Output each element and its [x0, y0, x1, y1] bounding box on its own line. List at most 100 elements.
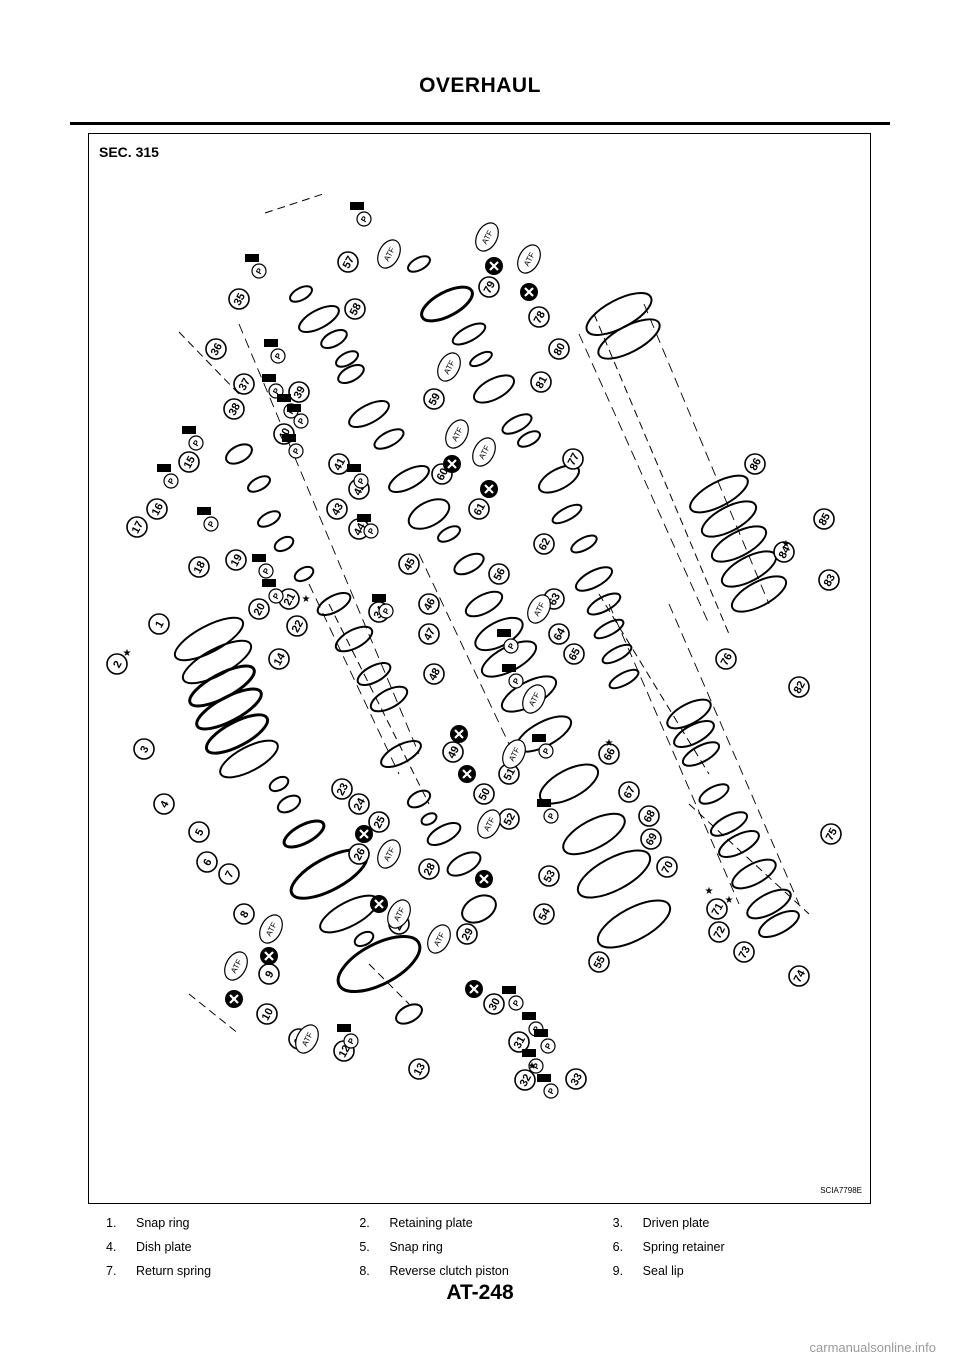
atf-mark	[427, 924, 451, 954]
callout-number: 19	[229, 552, 245, 568]
callout-number: 20	[252, 601, 268, 617]
petroleum-jelly-label: P	[531, 1061, 542, 1071]
callout-number: 79	[482, 279, 498, 295]
callout-number: 66	[602, 746, 618, 762]
petroleum-jelly-icon	[532, 734, 546, 742]
legend-item: 5.Snap ring	[359, 1240, 612, 1254]
callout-number: 61	[472, 501, 488, 517]
petroleum-jelly-icon	[182, 426, 196, 434]
exploded-part	[247, 475, 271, 493]
callout-number: 55	[592, 954, 608, 970]
petroleum-jelly-icon	[522, 1012, 536, 1020]
callout-number: 53	[542, 868, 558, 884]
callout-circle	[133, 738, 155, 760]
petroleum-jelly-label: P	[166, 476, 177, 486]
assembly-guide-line	[368, 963, 410, 1005]
petroleum-jelly-icon	[262, 374, 276, 382]
exploded-part	[319, 894, 379, 934]
exploded-part	[337, 363, 365, 385]
callout-circle	[288, 381, 310, 403]
callout-circle	[473, 783, 495, 805]
assembly-guide-line	[578, 333, 710, 625]
exploded-part	[437, 525, 461, 543]
exploded-part	[406, 789, 432, 809]
callout-number: 65	[567, 646, 583, 662]
exploded-part	[593, 618, 625, 640]
callout-number: 58	[348, 301, 364, 317]
petroleum-jelly-label: P	[546, 1086, 557, 1096]
callout-number: 35	[232, 291, 248, 307]
callout-number: 38	[227, 401, 243, 417]
petroleum-jelly-icon	[277, 394, 291, 402]
callout-circle	[205, 338, 227, 360]
petroleum-jelly-icon	[197, 507, 211, 515]
petroleum-jelly-label: P	[356, 476, 367, 486]
footer-watermark-link[interactable]: carmanualsonline.info	[809, 1340, 936, 1355]
callout-number: 68	[642, 808, 658, 824]
callout-circle	[348, 843, 370, 865]
callout-circle	[538, 865, 560, 887]
callout-number: 3	[138, 744, 151, 755]
callout-number: 46	[422, 596, 438, 612]
petroleum-jelly-mark	[543, 1083, 559, 1099]
callout-number: 47	[422, 626, 438, 642]
exploded-part	[597, 318, 661, 360]
callout-number: 29	[460, 926, 476, 942]
exploded-part	[195, 687, 263, 731]
callout-number: 45	[402, 556, 418, 572]
atf-mark	[527, 594, 551, 624]
page-number: AT-248	[446, 1281, 514, 1304]
callout-number: 36	[209, 341, 225, 357]
exploded-part	[257, 510, 281, 528]
legend-text: Snap ring	[389, 1240, 443, 1254]
callout-circle	[533, 903, 555, 925]
exploded-part	[395, 1003, 423, 1025]
callout-number: 69	[644, 831, 660, 847]
callout-circle	[408, 1058, 430, 1080]
callout-number: 80	[552, 341, 568, 357]
callout-circle	[418, 593, 440, 615]
legend-item: 4.Dish plate	[106, 1240, 359, 1254]
petroleum-jelly-mark	[251, 263, 267, 279]
exploded-part	[585, 292, 653, 336]
petroleum-jelly-label: P	[366, 526, 377, 536]
callout-circle	[188, 821, 210, 843]
atf-mark	[517, 244, 541, 274]
exploded-part	[225, 443, 253, 465]
callout-number: 10	[260, 1006, 276, 1022]
atf-mark	[437, 352, 461, 382]
callout-circle	[598, 743, 620, 765]
legend-number: 9.	[612, 1264, 624, 1278]
callout-number: 26	[352, 846, 368, 862]
callout-circle	[423, 663, 445, 685]
callout-circle	[418, 858, 440, 880]
petroleum-jelly-icon	[502, 986, 516, 994]
callout-circle	[563, 643, 585, 665]
header-divider	[70, 122, 890, 125]
exploded-part	[709, 811, 749, 837]
exploded-part	[188, 664, 256, 708]
callout-circle	[548, 338, 570, 360]
petroleum-jelly-mark	[363, 523, 379, 539]
callout-circle	[456, 923, 478, 945]
callout-circle	[488, 563, 510, 585]
callout-number: 5	[193, 827, 206, 838]
exploded-part	[334, 625, 374, 653]
petroleum-jelly-icon	[537, 1074, 551, 1082]
assembly-guide-line	[264, 193, 324, 214]
callout-number: 82	[792, 679, 808, 695]
exploded-part	[426, 821, 462, 847]
callout-circle	[514, 1069, 536, 1091]
replace-part-icon-cross	[359, 829, 369, 839]
petroleum-jelly-label: P	[273, 351, 284, 361]
callout-circle	[468, 498, 490, 520]
callout-number: 31	[512, 1034, 528, 1050]
callout-number: 30	[487, 996, 503, 1012]
assembly-guide-line	[593, 313, 730, 635]
callout-circle	[225, 549, 247, 571]
legend-item: 6.Spring retainer	[613, 1240, 866, 1254]
exploded-part	[700, 500, 758, 538]
callout-number: 72	[712, 924, 728, 940]
petroleum-jelly-mark	[268, 588, 284, 604]
petroleum-jelly-mark	[343, 1033, 359, 1049]
